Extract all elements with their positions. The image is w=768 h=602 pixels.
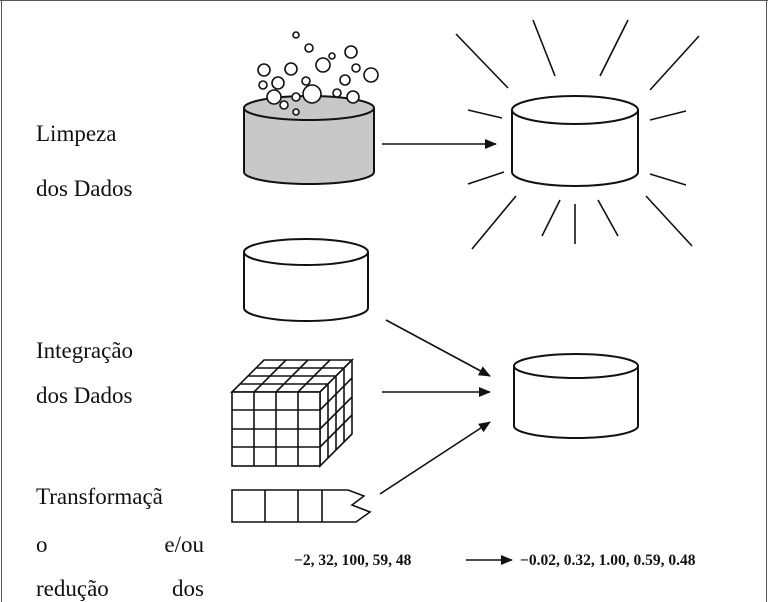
shine-rays [455, 19, 700, 250]
label-transformacao-line3-clip: redução dos [36, 574, 208, 602]
normalized-values-text: −0.02, 0.32, 1.00, 0.59, 0.48 [520, 552, 696, 569]
frame-right-border [766, 0, 767, 602]
flat-file-strip [231, 489, 372, 523]
label-transformacao-line2-right: e/ou [164, 532, 204, 557]
clean-data-cylinder [511, 95, 639, 187]
source-database-cylinder [243, 238, 369, 322]
label-transformacao-line3-right: dos [172, 576, 204, 601]
raw-values-text: −2, 32, 100, 59, 48 [294, 552, 412, 569]
data-cube [230, 358, 354, 468]
dirt-bubbles [257, 31, 379, 116]
label-integracao-line1: Integração [36, 338, 134, 363]
frame-left-border [1, 0, 2, 602]
label-transformacao-line3-left: redução [36, 576, 109, 601]
frame-top-border [0, 0, 768, 1]
integrated-data-cylinder [513, 353, 639, 439]
label-limpeza-line1: Limpeza [36, 121, 117, 146]
label-integracao-line2: dos Dados [36, 383, 133, 408]
integration-arrow-from-file [379, 421, 491, 495]
label-transformacao-line3: redução dos [36, 577, 204, 600]
dirty-data-cylinder [243, 95, 375, 185]
integration-arrow-from-cylinder [385, 319, 491, 377]
label-transformacao-line2: o e/ou [36, 533, 204, 556]
label-transformacao-line2-left: o [36, 532, 48, 557]
label-transformacao-line1: Transformaçã [36, 484, 163, 509]
label-limpeza-line2: dos Dados [36, 176, 133, 201]
